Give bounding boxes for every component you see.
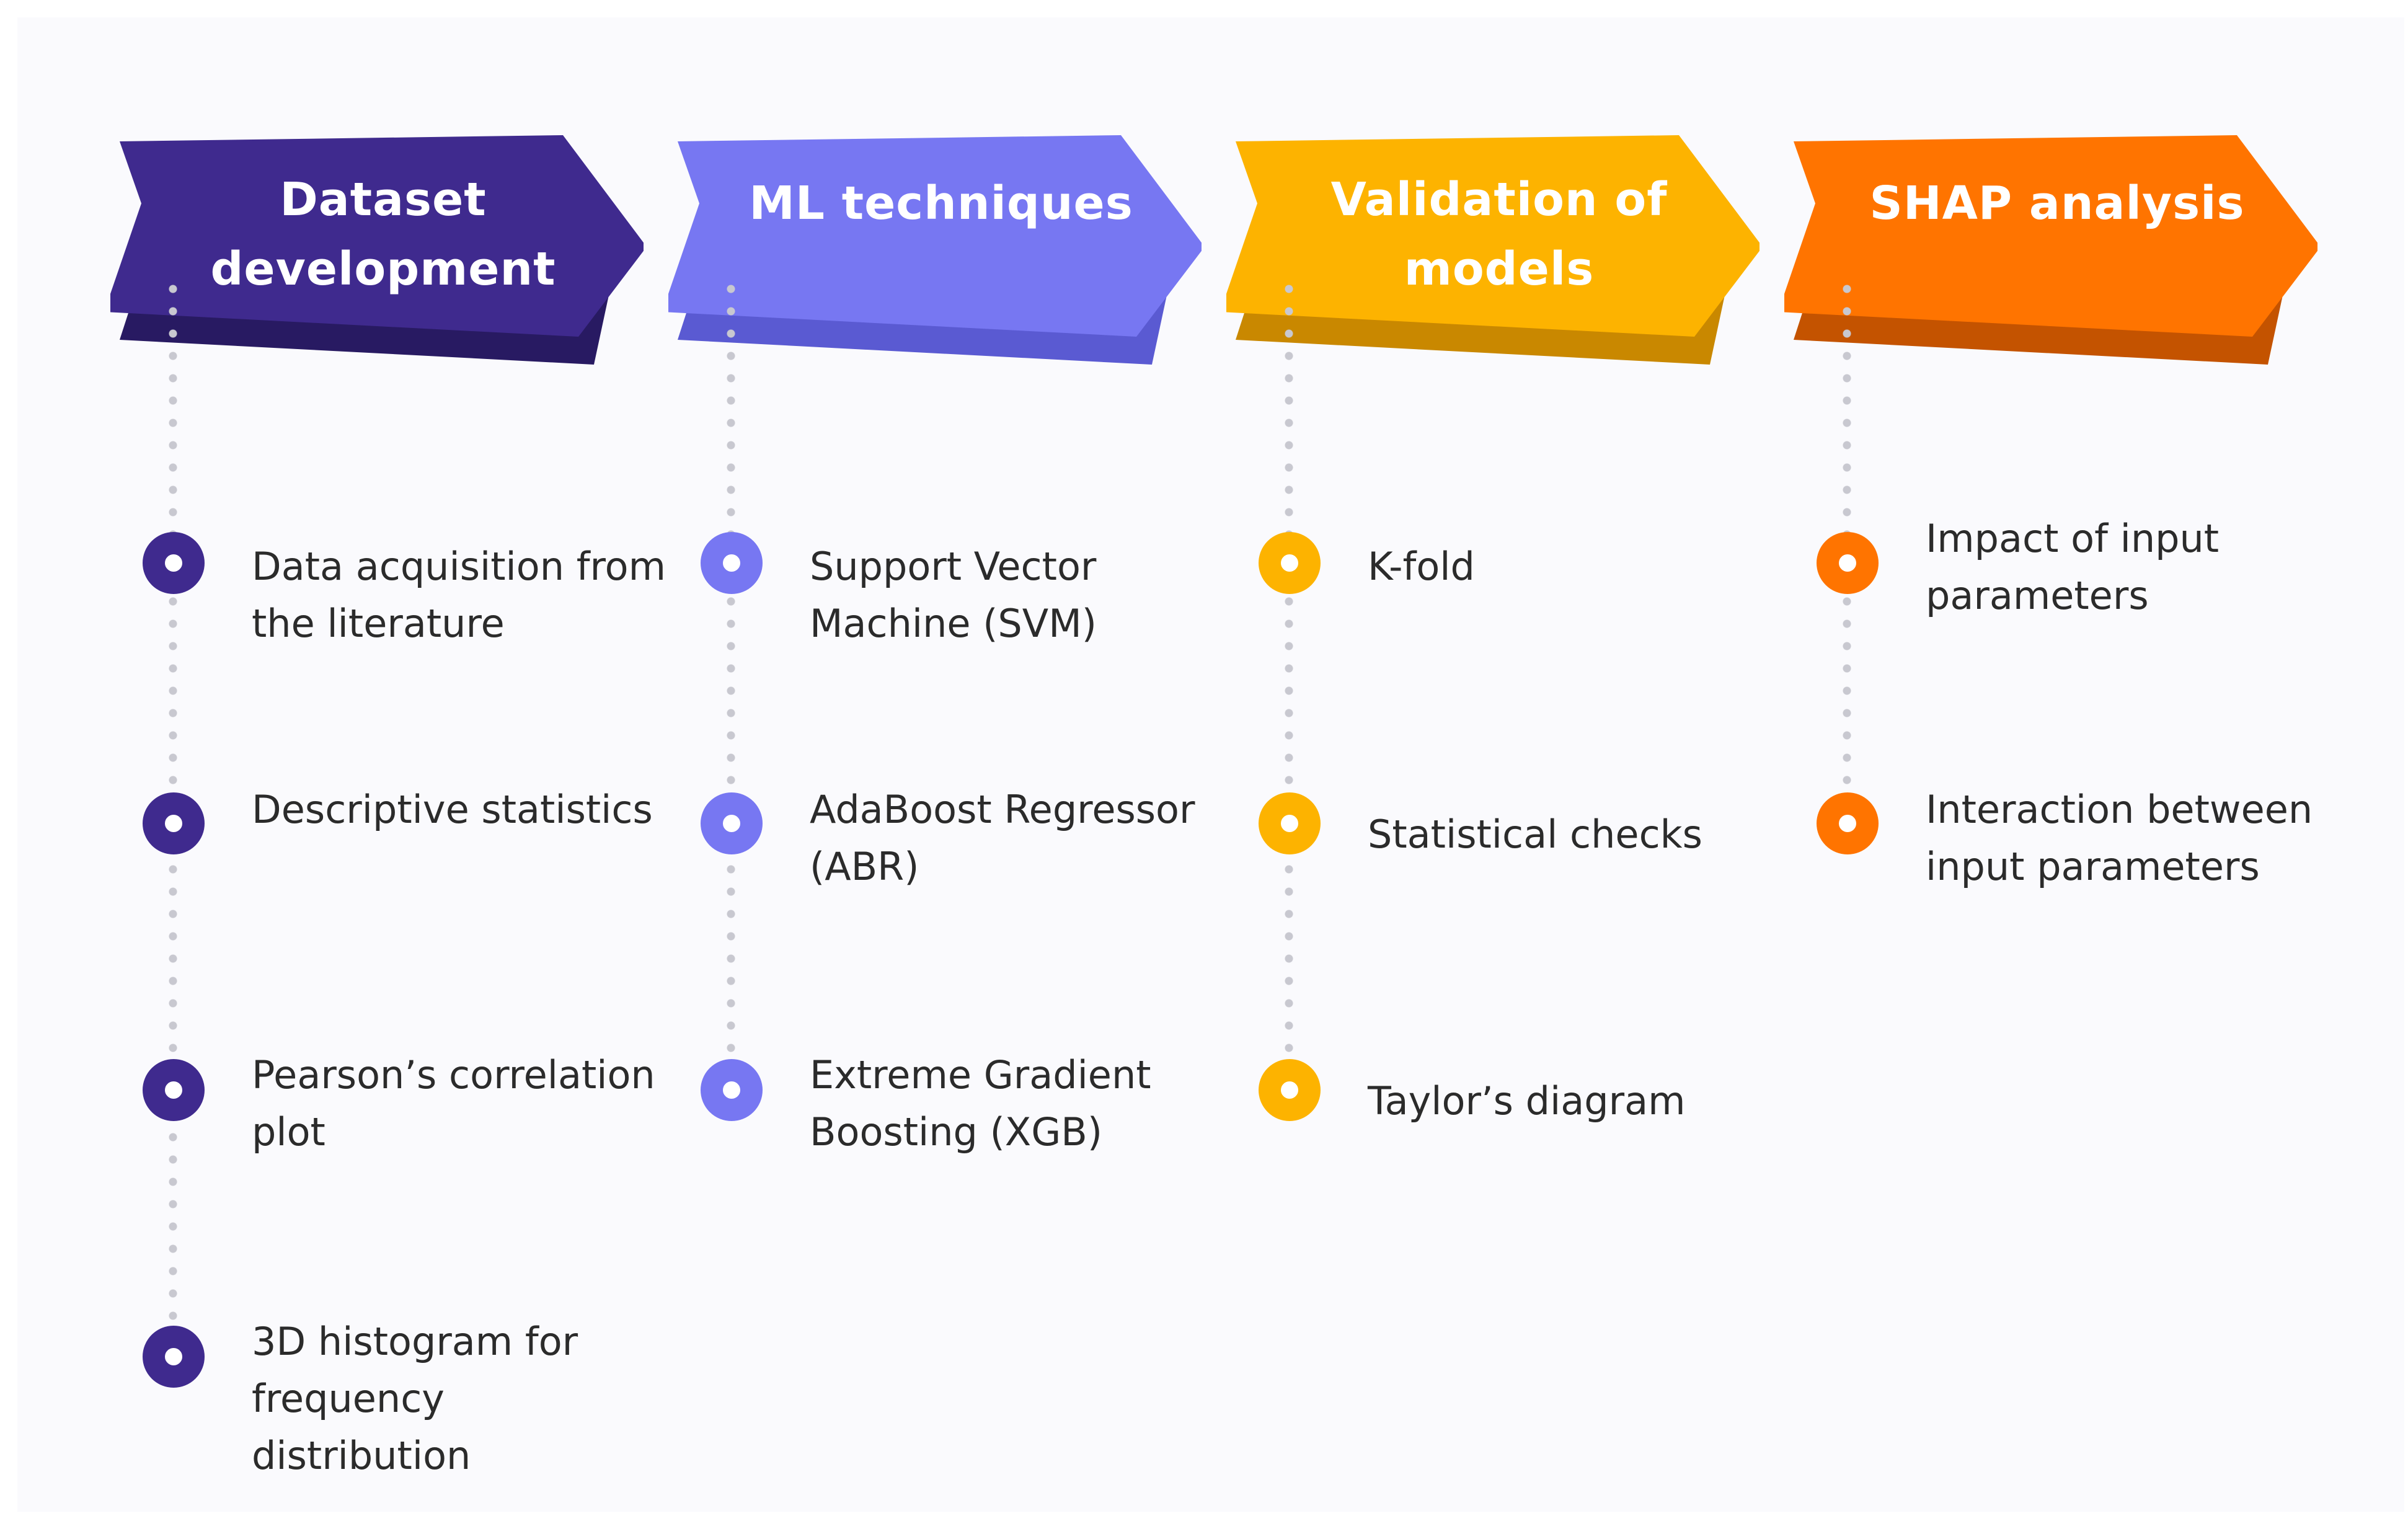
stage-title: Validation of models <box>1330 173 1668 296</box>
chevron-arrow-shape <box>668 135 1202 365</box>
stage-ml-techniques: ML techniques Support Vector Machine (SV… <box>668 17 1226 1512</box>
step-label: Extreme Gradient Boosting (XGB) <box>810 1052 1151 1155</box>
timeline-dotted-line <box>1283 278 1295 1127</box>
step-label: Support Vector Machine (SVM) <box>810 544 1097 646</box>
bullet-ring <box>701 532 763 594</box>
chevron-arrow-shape <box>1226 135 1760 365</box>
bullet-ring <box>1817 792 1879 854</box>
stage-banner: Dataset development <box>110 17 644 389</box>
step-label: Statistical checks <box>1368 812 1702 857</box>
step-label: Pearson’s correlation plot <box>252 1052 655 1155</box>
step-label: AdaBoost Regressor (ABR) <box>810 787 1195 889</box>
stage-title: SHAP analysis <box>1869 177 2245 230</box>
step-label: Data acquisition from the literature <box>252 544 666 646</box>
stage-dataset-development: Dataset development Data acquisition fro… <box>110 17 668 1512</box>
bullet-ring <box>143 792 205 854</box>
bullet-ring <box>143 1326 205 1388</box>
timeline-dotted-line <box>725 278 737 1127</box>
bullet-ring <box>1817 532 1879 594</box>
step-label: K-fold <box>1368 544 1475 589</box>
stage-title: Dataset development <box>210 173 556 296</box>
bullet-ring <box>1259 1059 1321 1121</box>
step-label: Impact of input parameters <box>1926 516 2220 618</box>
bullet-ring <box>701 792 763 854</box>
diagram-canvas: Dataset development Data acquisition fro… <box>17 17 2404 1512</box>
bullet-ring <box>143 532 205 594</box>
stage-banner: Validation of models <box>1226 17 1760 389</box>
stage-shap-analysis: SHAP analysis Impact of input parameters… <box>1784 17 2342 1512</box>
bullet-ring <box>1259 532 1321 594</box>
step-label: Taylor’s diagram <box>1368 1078 1686 1124</box>
chevron-arrow-shape <box>110 135 644 365</box>
stage-banner: ML techniques <box>668 17 1202 389</box>
stage-validation-of-models: Validation of models K-fold Statistical … <box>1226 17 1784 1512</box>
stage-title: ML techniques <box>749 177 1133 230</box>
stage-banner: SHAP analysis <box>1784 17 2317 389</box>
step-label: 3D histogram for frequency distribution <box>252 1319 578 1478</box>
bullet-ring <box>701 1059 763 1121</box>
bullet-ring <box>143 1059 205 1121</box>
bullet-ring <box>1259 792 1321 854</box>
step-label: Interaction between input parameters <box>1926 787 2313 889</box>
step-label: Descriptive statistics <box>252 787 653 832</box>
chevron-arrow-shape <box>1784 135 2317 365</box>
